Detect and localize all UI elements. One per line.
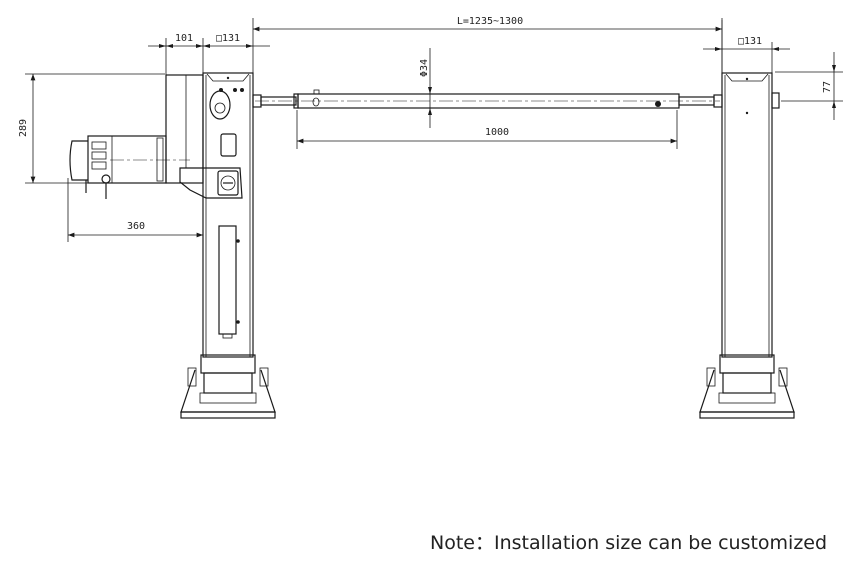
motor-height-label: 289 [18,119,29,137]
left-base [180,354,276,419]
left-post-section-label: □131 [216,33,240,44]
arm-height-offset-label: 77 [822,81,833,93]
left-post [202,72,254,358]
arm-diameter-label: Φ34 [419,59,430,77]
total-length-label: L=1235~1300 [457,16,523,27]
installation-note: Note：Installation size can be customized [430,532,828,554]
right-post [721,72,780,358]
motor-reach-label: 360 [127,221,145,232]
motor-housing-width-label: 101 [175,33,193,44]
right-base [699,354,795,419]
dimension-arm-length: 1000 [296,110,678,149]
dimension-left-top: 101 □131 [148,33,270,75]
power-socket [217,170,239,196]
access-panel [220,133,237,157]
arm-length-label: 1000 [485,127,509,138]
dimension-total-length: L=1235~1300 [252,16,723,75]
dimension-motor-reach: 360 [67,178,203,242]
dimension-motor-height: 289 [18,73,165,184]
dimension-arm-diameter: Φ34 [419,48,432,128]
motor-bracket [179,167,243,199]
dimension-right: □131 77 [703,20,843,120]
barrier-arm [252,89,723,109]
right-post-section-label: □131 [738,36,762,47]
motor-assembly [69,74,243,199]
control-box [218,225,237,335]
motor-crank-detail [209,90,231,120]
